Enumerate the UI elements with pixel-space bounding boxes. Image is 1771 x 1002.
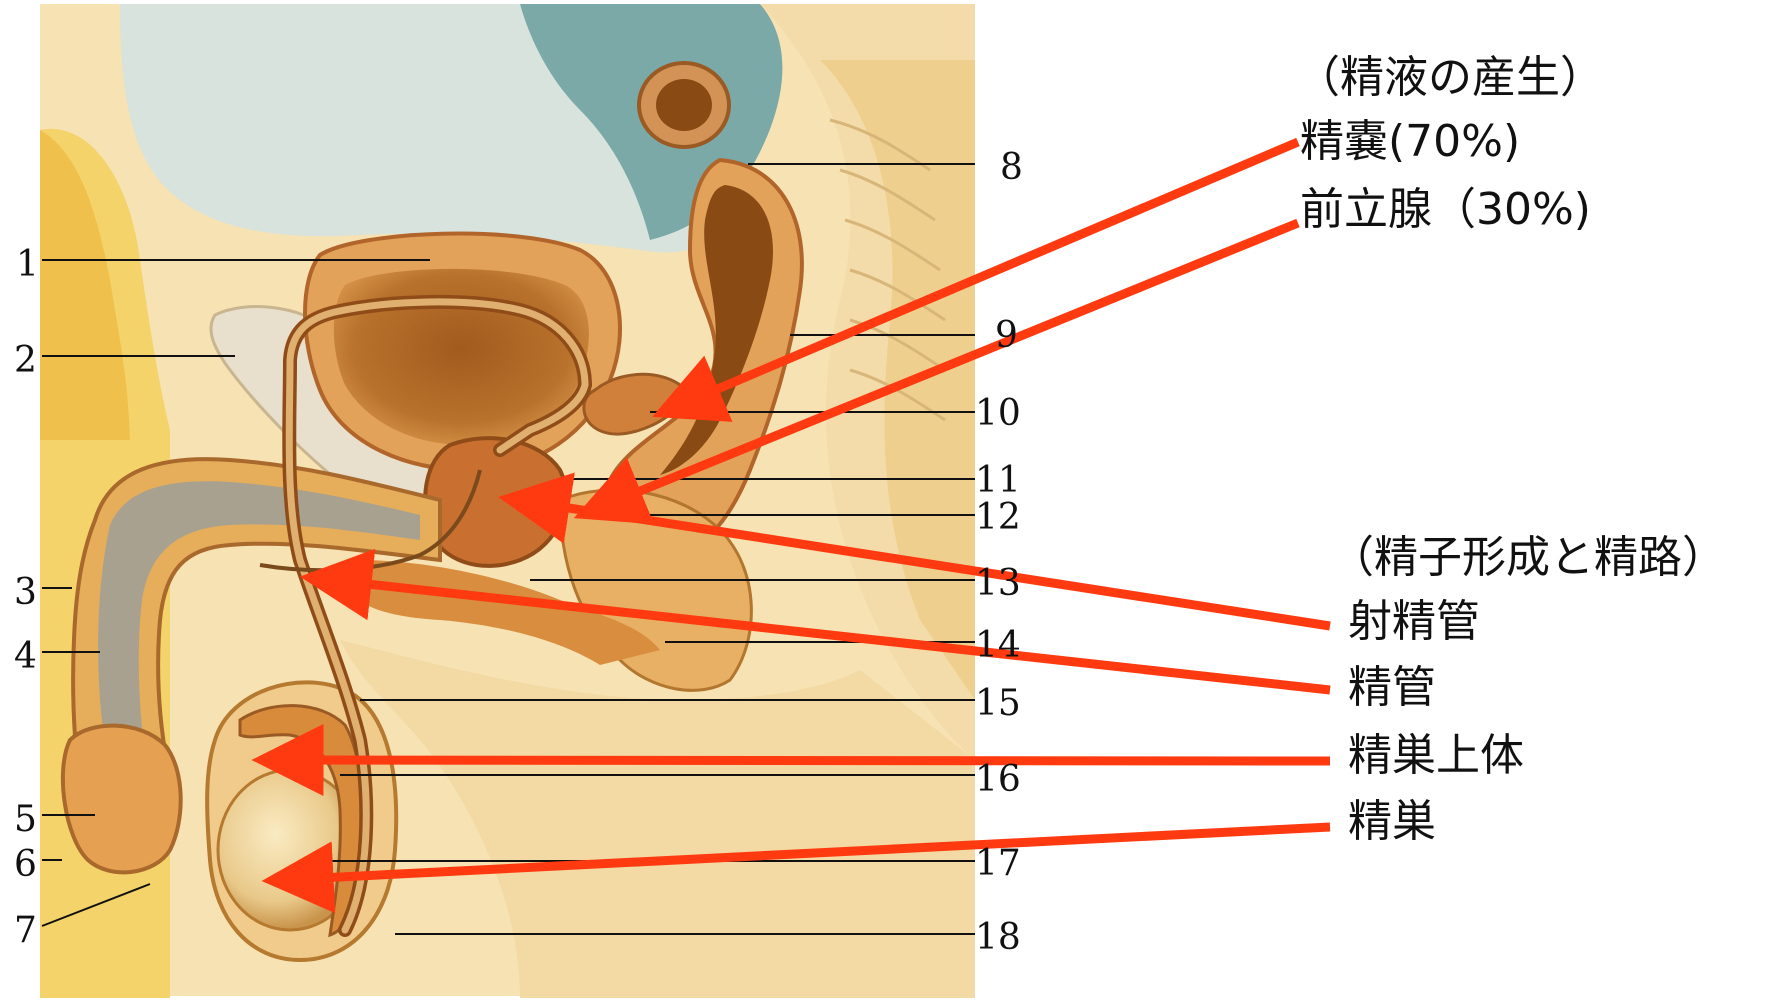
label-number-16: 16 (975, 762, 1021, 798)
vas-deferens-label: 精管 (1348, 666, 1436, 710)
label-number-18: 18 (975, 920, 1021, 956)
label-number-17: 17 (975, 846, 1021, 882)
label-number-13: 13 (975, 566, 1021, 602)
arrow-to-epididymis (310, 760, 1330, 761)
seminal-vesicle-label: 精嚢(70%) (1300, 120, 1520, 164)
semen-production-heading: （精液の産生） (1296, 56, 1604, 100)
label-number-14: 14 (975, 628, 1021, 664)
label-number-15: 15 (975, 686, 1021, 722)
label-number-8: 8 (1000, 150, 1023, 186)
label-number-4: 4 (14, 639, 37, 675)
ejaculatory-duct-label: 射精管 (1348, 600, 1480, 644)
label-number-6: 6 (14, 847, 37, 883)
label-number-5: 5 (14, 802, 37, 838)
label-number-9: 9 (995, 318, 1018, 354)
label-number-11: 11 (975, 463, 1021, 499)
sperm-pathway-heading: （精子形成と精路） (1330, 536, 1726, 580)
testis-label: 精巣 (1348, 800, 1436, 844)
label-number-10: 10 (975, 396, 1021, 432)
label-number-2: 2 (14, 343, 37, 379)
prostate-label: 前立腺（30%) (1300, 188, 1591, 232)
label-number-12: 12 (975, 500, 1021, 536)
label-number-3: 3 (14, 575, 37, 611)
label-number-7: 7 (14, 913, 37, 949)
epididymis-label: 精巣上体 (1348, 734, 1524, 778)
label-number-1: 1 (16, 247, 39, 283)
